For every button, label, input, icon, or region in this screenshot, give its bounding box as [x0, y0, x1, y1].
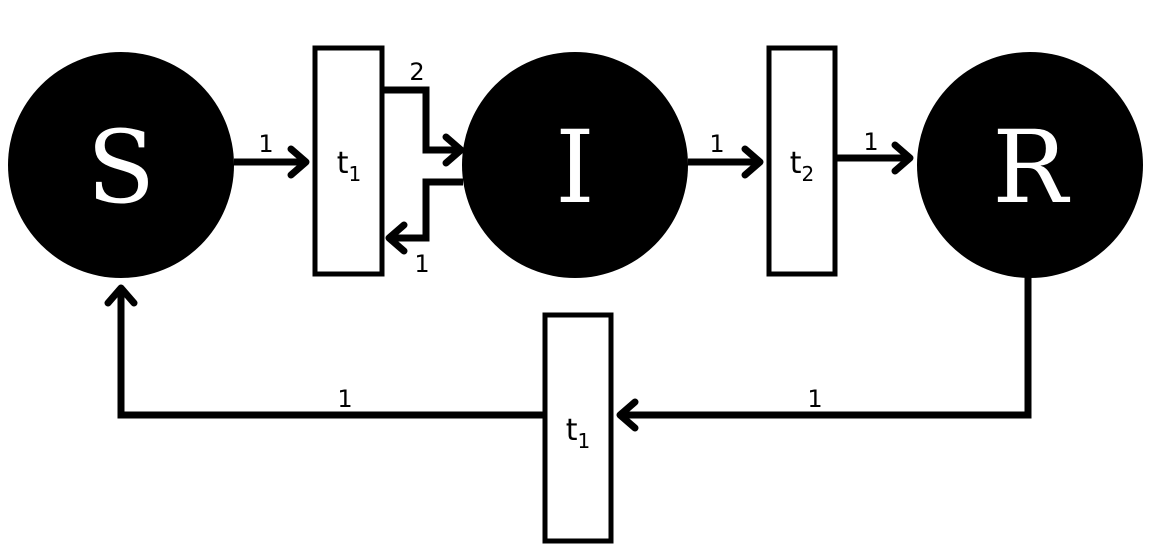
arc-s-to-infection: [234, 145, 310, 179]
place-r: R: [917, 52, 1143, 278]
place-i-label: I: [555, 109, 595, 226]
arc-r-to-loss: [616, 277, 1032, 432]
place-r-label: R: [992, 109, 1070, 226]
transition-loss-base: t: [566, 413, 578, 448]
weight-i-to-recovery: 1: [709, 130, 724, 158]
svg-text:t1: t1: [566, 413, 591, 453]
weight-recovery-to-r: 1: [863, 128, 878, 156]
transition-loss-of-immunity: t1: [542, 312, 614, 544]
transition-recovery-sub: 2: [802, 162, 815, 186]
svg-text:t2: t2: [790, 146, 815, 186]
transition-infection: t1: [312, 45, 385, 277]
arc-recovery-to-r: [835, 141, 914, 175]
arc-i-to-recovery: [688, 145, 764, 179]
weight-s-to-infection: 1: [258, 130, 273, 158]
svg-text:t1: t1: [337, 146, 362, 186]
transition-infection-base: t: [337, 146, 349, 181]
weight-loss-to-s: 1: [337, 385, 352, 413]
weight-i-to-infection: 1: [414, 250, 429, 278]
transition-infection-sub: 1: [349, 162, 362, 186]
arc-i-to-infection: [385, 178, 463, 255]
arc-loss-to-s: [104, 284, 545, 419]
weight-r-to-loss: 1: [807, 385, 822, 413]
place-s-label: S: [87, 109, 156, 226]
weight-infection-to-i: 2: [409, 58, 424, 86]
arc-infection-to-i: [382, 86, 465, 167]
place-i: I: [462, 52, 688, 278]
transition-recovery-base: t: [790, 146, 802, 181]
transition-loss-sub: 1: [578, 429, 591, 453]
place-s: S: [8, 52, 234, 278]
transition-recovery: t2: [766, 45, 838, 277]
